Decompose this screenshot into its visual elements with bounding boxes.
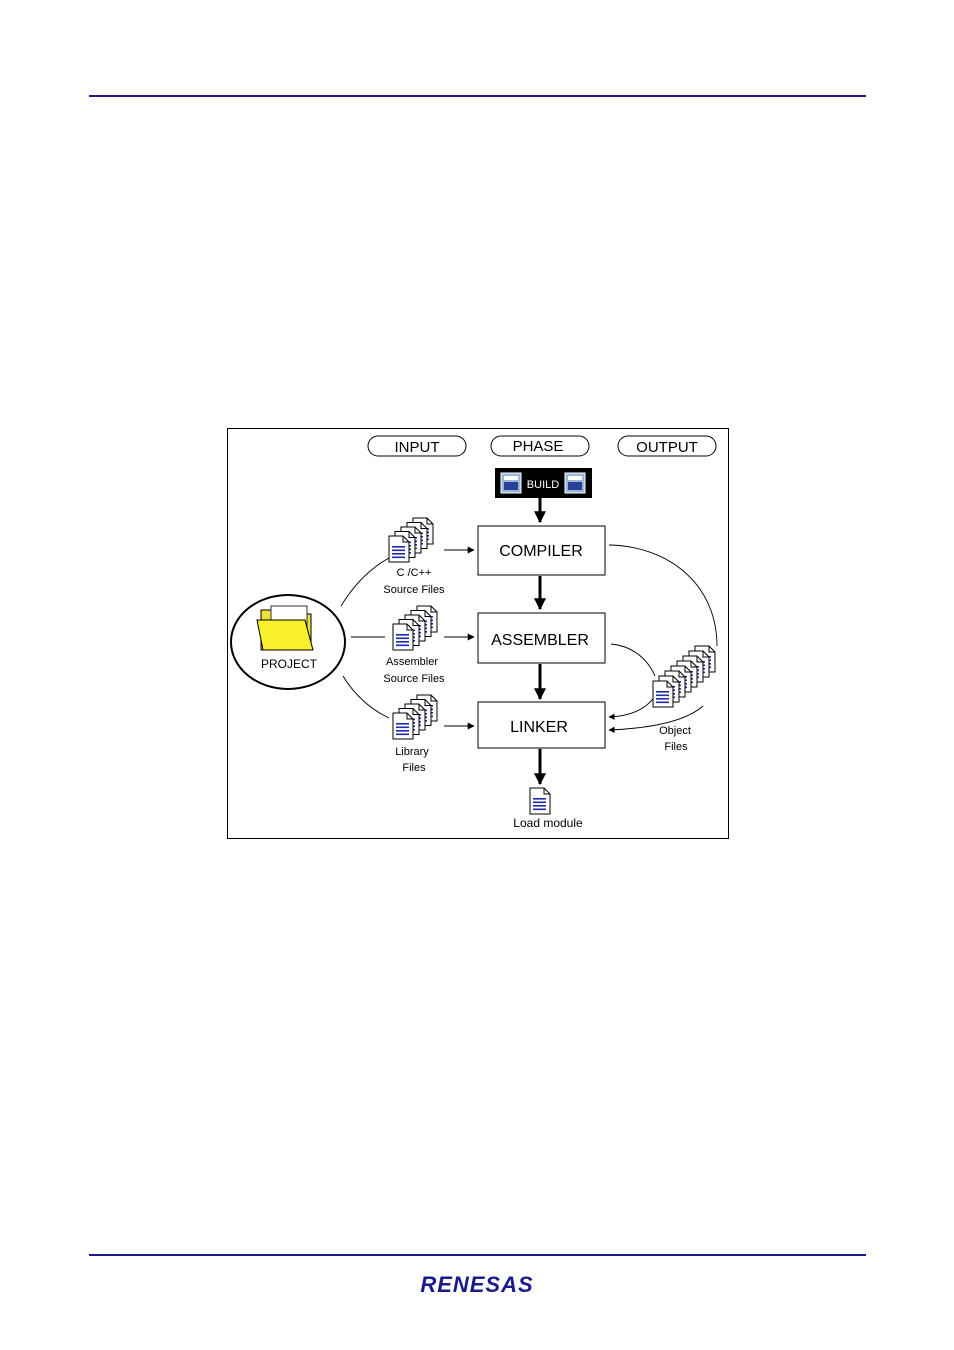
- asm-source-label-2: Source Files: [383, 673, 445, 685]
- load-module-icon: [530, 788, 550, 814]
- svg-text:COMPILER: COMPILER: [499, 543, 583, 560]
- phase-header: PHASE: [491, 436, 589, 456]
- load-module-label: Load module: [513, 816, 583, 830]
- header-rule: [89, 95, 866, 97]
- object-label-2: Files: [664, 741, 688, 753]
- library-label-1: Library: [395, 746, 429, 758]
- svg-text:PHASE: PHASE: [513, 438, 564, 455]
- asm-source-label-1: Assembler: [386, 656, 438, 668]
- assembler-box: ASSEMBLER: [478, 613, 605, 663]
- renesas-logo: RENESAS: [402, 1270, 552, 1300]
- svg-text:OUTPUT: OUTPUT: [636, 439, 698, 456]
- output-header: OUTPUT: [618, 436, 716, 456]
- build-left-icon: [501, 473, 521, 493]
- build-right-icon: [565, 473, 585, 493]
- linker-box: LINKER: [478, 702, 605, 748]
- c-source-label-2: Source Files: [383, 584, 445, 596]
- input-header: INPUT: [368, 436, 466, 456]
- svg-text:INPUT: INPUT: [395, 439, 440, 456]
- renesas-logo-text: RENESAS: [420, 1272, 533, 1297]
- build-label: BUILD: [527, 479, 559, 491]
- folder-icon: [257, 606, 313, 650]
- c-source-label-1: C /C++: [397, 567, 432, 579]
- build-flow-diagram: INPUT PHASE OUTPUT BUILD COMPILER ASSEM: [227, 428, 729, 839]
- svg-text:LINKER: LINKER: [510, 719, 568, 736]
- footer-rule: [89, 1254, 866, 1256]
- build-button[interactable]: BUILD: [495, 468, 592, 498]
- svg-text:ASSEMBLER: ASSEMBLER: [491, 632, 589, 649]
- library-label-2: Files: [402, 762, 426, 774]
- object-label-1: Object: [659, 725, 691, 737]
- project-node: PROJECT: [231, 595, 345, 689]
- project-label: PROJECT: [261, 657, 318, 671]
- compiler-box: COMPILER: [478, 526, 605, 575]
